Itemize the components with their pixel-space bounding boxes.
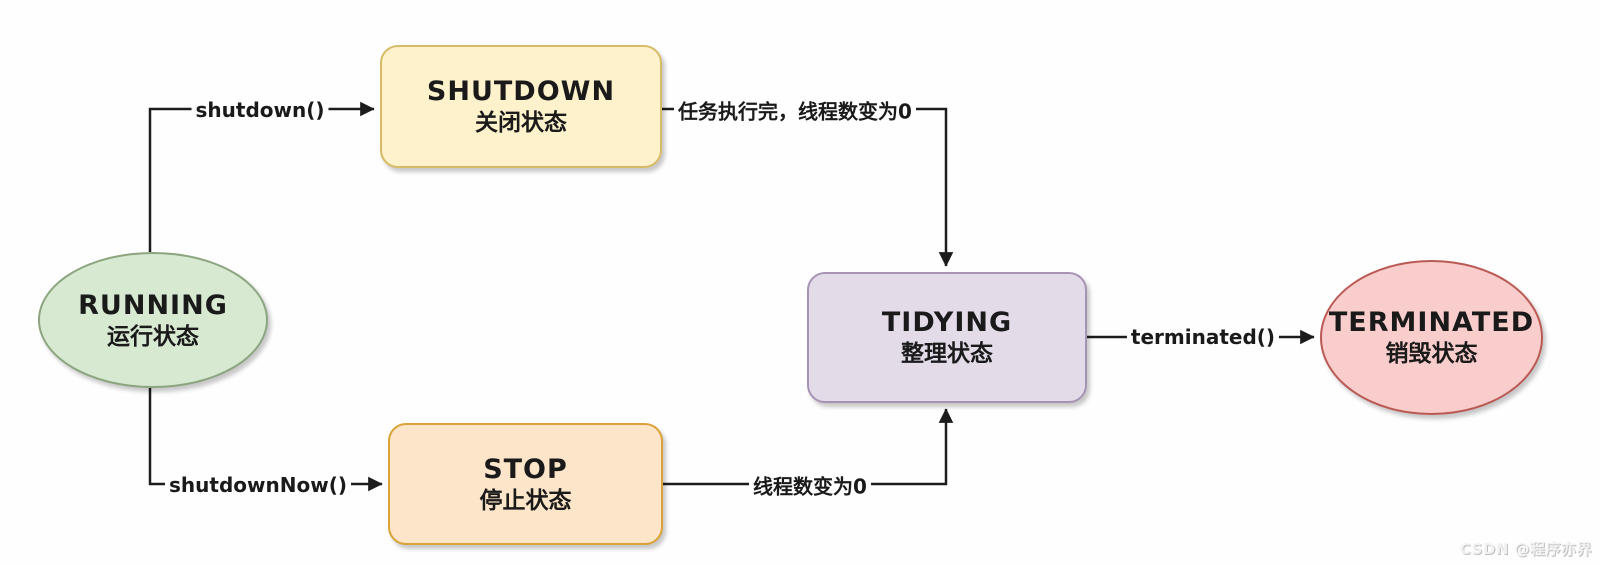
state-label: TIDYING bbox=[881, 307, 1013, 338]
state-sublabel: 整理状态 bbox=[901, 341, 993, 368]
state-node-shutdown: SHUTDOWN 关闭状态 bbox=[380, 45, 662, 168]
state-sublabel: 关闭状态 bbox=[475, 110, 567, 137]
state-label: SHUTDOWN bbox=[426, 76, 616, 107]
edge-label-shutdown-now: shutdownNow() bbox=[165, 473, 351, 497]
state-sublabel: 销毁状态 bbox=[1385, 341, 1478, 368]
csdn-watermark: CSDN @程序亦界 bbox=[1459, 540, 1592, 558]
edge-label-terminated: terminated() bbox=[1126, 325, 1280, 349]
state-node-terminated: TERMINATED 销毁状态 bbox=[1320, 260, 1543, 415]
state-node-tidying: TIDYING 整理状态 bbox=[807, 272, 1087, 403]
state-label: TERMINATED bbox=[1328, 307, 1535, 338]
edge-shutdown-to-tidying bbox=[662, 107, 954, 267]
edge-label-threads-zero: 线程数变为0 bbox=[749, 470, 871, 500]
state-sublabel: 停止状态 bbox=[479, 487, 572, 514]
state-label: RUNNING bbox=[78, 289, 228, 321]
state-sublabel: 运行状态 bbox=[107, 323, 199, 350]
edge-running-to-shutdown bbox=[148, 101, 375, 252]
edge-label-tasks-done-threads-zero: 任务执行完，线程数变为0 bbox=[674, 95, 916, 125]
state-label: STOP bbox=[483, 453, 568, 485]
state-node-running: RUNNING 运行状态 bbox=[38, 252, 268, 388]
edge-running-to-stop bbox=[148, 388, 383, 492]
edge-label-shutdown: shutdown() bbox=[191, 98, 329, 122]
state-node-stop: STOP 停止状态 bbox=[388, 423, 663, 545]
